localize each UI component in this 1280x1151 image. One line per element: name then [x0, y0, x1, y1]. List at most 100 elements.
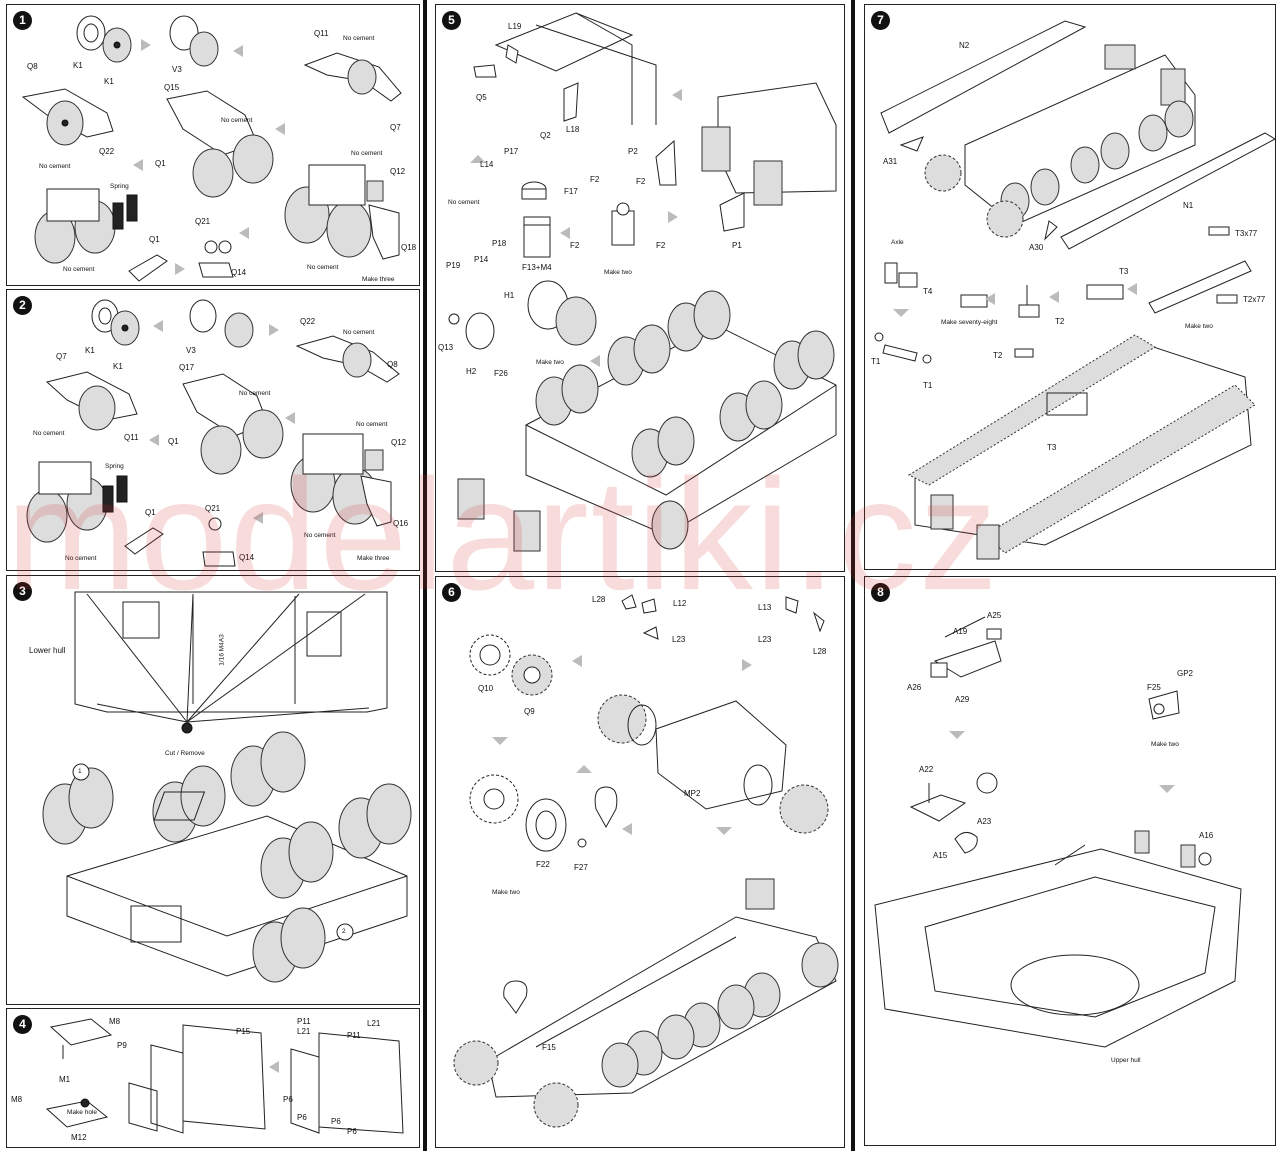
part-label: A26	[907, 683, 922, 692]
tracked-hull-icon	[909, 335, 1255, 559]
step-6-panel: 6	[435, 576, 845, 1148]
make-hole-note: Make hole	[67, 1109, 97, 1116]
part-label: L23	[672, 635, 686, 644]
part-label: P6	[347, 1127, 357, 1136]
gp2-f25-icon	[1149, 691, 1179, 719]
make-three-note: Make three	[362, 276, 395, 283]
part-label: F2	[570, 241, 580, 250]
part-label: M12	[71, 1133, 87, 1142]
step-7-panel: 7	[864, 4, 1276, 570]
hull-side-frame-icon	[702, 83, 836, 205]
part-label: P18	[492, 239, 507, 248]
part-label: F26	[494, 369, 508, 378]
part-label: K1	[85, 346, 95, 355]
no-cement-note: No cement	[343, 329, 375, 336]
bogie-q11-icon	[305, 53, 401, 101]
part-label: F22	[536, 860, 550, 869]
part-a30-icon	[1045, 221, 1057, 239]
column-divider-right	[851, 0, 855, 1151]
no-cement-note: No cement	[307, 264, 339, 271]
part-label: L21	[297, 1027, 311, 1036]
sprocket-assembly-icon	[470, 775, 518, 823]
part-label: T1	[923, 381, 933, 390]
part-label: Q14	[239, 553, 255, 562]
part-label: H1	[504, 291, 515, 300]
part-label: K1	[104, 77, 114, 86]
callout-number: 2	[342, 928, 346, 935]
callout-2-icon	[337, 924, 353, 940]
bogie-spring-assembly-icon	[35, 189, 137, 263]
make-two-note: Make two	[604, 269, 632, 276]
part-label: T2	[1055, 317, 1065, 326]
step-3-panel: 3	[6, 575, 420, 1005]
wheel-k1-left-icon	[77, 16, 105, 50]
step-1-drawing	[7, 5, 420, 286]
part-label: T2	[993, 351, 1003, 360]
part-a31-icon	[901, 137, 923, 151]
panel-p1-icon	[720, 193, 744, 231]
part-label: Q1	[155, 159, 166, 168]
step-number: 8	[871, 583, 890, 602]
track-run-icon	[1149, 227, 1251, 313]
final-drive-mp2-icon	[598, 695, 828, 833]
cut-icon	[182, 723, 192, 733]
part-label: Q2	[540, 131, 551, 140]
part-label: Q7	[56, 352, 67, 361]
step-4-drawing	[7, 1009, 420, 1148]
sprocket-q9-icon	[512, 655, 552, 695]
part-label: A22	[919, 765, 934, 774]
track-pin-icon	[961, 295, 987, 307]
part-f17-icon	[522, 182, 546, 199]
part-label: H2	[466, 367, 477, 376]
part-label: T2x77	[1243, 295, 1266, 304]
hatch-plate-p9-icon	[51, 1019, 111, 1059]
part-label: A19	[953, 627, 968, 636]
part-l13-icon	[786, 597, 798, 613]
part-label: Q1	[168, 437, 179, 446]
part-label: A25	[987, 611, 1002, 620]
bogie-assembly-q12-icon	[291, 434, 391, 526]
part-label: F17	[564, 187, 578, 196]
part-label: L12	[673, 599, 687, 608]
part-label: P17	[504, 147, 519, 156]
make-two-note: Make two	[1151, 741, 1179, 748]
part-label: Q12	[391, 438, 407, 447]
part-label: P6	[331, 1117, 341, 1126]
part-label: A23	[977, 817, 992, 826]
part-label: F2	[656, 241, 666, 250]
mg-mount-a19-icon	[931, 617, 1001, 677]
part-label: GP2	[1177, 669, 1194, 678]
sprocket-q10-icon	[470, 635, 510, 675]
step-4-panel: 4 M8 P9 M1 M8 Make hole M12 P15 P11 L21 …	[6, 1008, 420, 1148]
callout-number: 1	[78, 768, 82, 775]
no-cement-note: No cement	[448, 199, 480, 206]
part-label: Q22	[300, 317, 316, 326]
part-q5-icon	[474, 65, 496, 77]
part-label: M1	[59, 1075, 71, 1084]
part-label: N1	[1183, 201, 1194, 210]
part-label: L19	[508, 22, 522, 31]
panel-p2-icon	[656, 141, 676, 185]
part-label: T4	[923, 287, 933, 296]
lower-hull-wheels-icon	[458, 291, 836, 551]
part-label: K1	[73, 61, 83, 70]
arm-q1-icon	[129, 255, 167, 281]
no-cement-note: No cement	[343, 35, 375, 42]
part-label: P1	[732, 241, 742, 250]
no-cement-note: No cement	[351, 150, 383, 157]
hull-frame-top-icon	[496, 13, 656, 125]
part-label: A31	[883, 157, 898, 166]
no-cement-note: No cement	[39, 163, 71, 170]
part-label: Q21	[205, 504, 221, 513]
part-label: L28	[813, 647, 827, 656]
part-label: Q21	[195, 217, 211, 226]
detail-callout-icon	[595, 787, 617, 827]
part-l23-icon	[644, 627, 658, 639]
part-label: Q18	[401, 243, 417, 252]
part-f27-icon	[578, 839, 586, 847]
hull-tracks-top-icon	[925, 45, 1195, 237]
part-label: N2	[959, 41, 970, 50]
no-cement-note: No cement	[304, 532, 336, 539]
axle-label: Axle	[891, 239, 904, 246]
part-label: M8	[11, 1095, 23, 1104]
